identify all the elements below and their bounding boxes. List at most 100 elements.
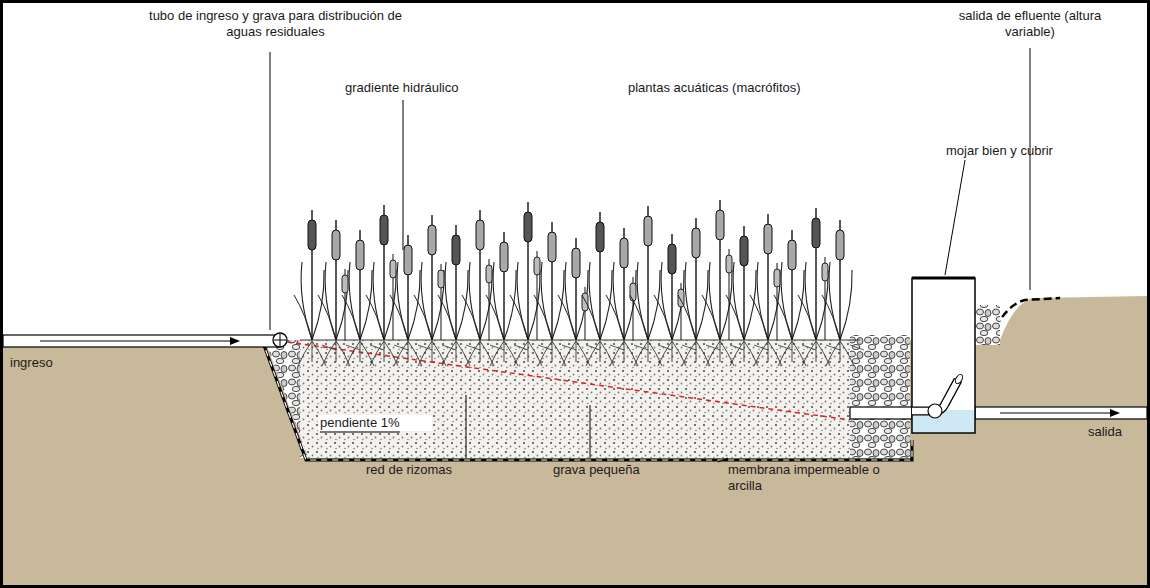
outlet-pipe (850, 407, 912, 419)
rhizome (754, 341, 768, 366)
cattail-head (548, 232, 556, 262)
leaf (600, 270, 612, 340)
rhizome (682, 341, 696, 366)
leaf (462, 295, 480, 340)
cattail-head (740, 236, 748, 266)
leaf (637, 262, 648, 340)
leaf (312, 270, 324, 340)
rhizome (322, 345, 336, 350)
cattail-head (534, 257, 540, 275)
rhizome (466, 341, 480, 366)
rhizome (634, 345, 648, 350)
cattail-head (788, 240, 796, 270)
leaf (432, 270, 444, 340)
cattail-head (500, 242, 508, 272)
rhizome (850, 345, 864, 350)
rhizome (744, 341, 745, 362)
coarse-gravel-outlet (850, 335, 910, 458)
rhizome (418, 345, 432, 350)
leaf (486, 295, 504, 340)
cattail-head (572, 248, 580, 278)
rhizome (840, 341, 841, 362)
rhizome (394, 345, 408, 350)
leaf (805, 262, 816, 340)
cattail-head (692, 228, 700, 258)
rhizome (730, 345, 744, 350)
cattail-head (764, 224, 772, 254)
leaf (709, 262, 720, 340)
cover-label: mojar bien y cubrir (946, 143, 1086, 159)
rhizome (360, 341, 361, 362)
rhizome (816, 341, 817, 362)
rhizome (552, 341, 553, 362)
leaf (438, 295, 456, 340)
leaf (336, 270, 348, 340)
leaf (792, 270, 804, 340)
rhizome (442, 341, 456, 366)
cattail-head (332, 230, 340, 260)
leaf (744, 270, 756, 340)
leaf (613, 262, 624, 340)
leaf (630, 295, 648, 340)
cattail-head (726, 255, 732, 273)
cattail-head (836, 230, 844, 260)
gradient-label: gradiente hidráulico (345, 80, 495, 96)
rhizome (802, 341, 816, 366)
rhizome (826, 345, 840, 350)
leaf (349, 262, 360, 340)
rhizome (586, 341, 600, 366)
rhizome (442, 345, 456, 350)
rhizome (826, 341, 840, 366)
rhizome (778, 341, 792, 366)
leaf (408, 270, 420, 340)
rhizome (528, 341, 529, 362)
leaf (606, 295, 624, 340)
leaf (493, 262, 504, 340)
rhizome (706, 341, 720, 366)
leaf (318, 295, 336, 340)
outlet-label: salida de efluente (altura variable) (950, 8, 1110, 40)
hydraulic-gradient (287, 342, 850, 420)
cattail-head (596, 222, 604, 252)
cattail-head (524, 212, 532, 242)
leaf (654, 295, 672, 340)
rhizome (610, 341, 624, 366)
rhizome (504, 341, 505, 362)
leaf (624, 270, 636, 340)
leaf (774, 295, 792, 340)
rhizome (562, 341, 576, 366)
gravel-label: grava pequeña (553, 462, 683, 478)
leaf (822, 295, 840, 340)
rhizome (312, 341, 313, 362)
outlet-chamber (912, 278, 975, 433)
leaf (840, 270, 852, 340)
leaf (582, 295, 600, 340)
cattail-head (476, 220, 484, 250)
leaf (528, 270, 540, 340)
leaf (589, 262, 600, 340)
rhizome (370, 345, 384, 350)
rhizome (394, 341, 408, 366)
cattail-head (644, 216, 652, 246)
leaf (768, 270, 780, 340)
cattail-head (620, 238, 628, 268)
leaf (325, 262, 336, 340)
rhizome (432, 341, 433, 362)
rhizome (346, 345, 360, 350)
rhizome (802, 345, 816, 350)
leaf (648, 270, 660, 340)
rhizome (672, 341, 673, 362)
rhizome (706, 345, 720, 350)
rhizome-label: red de rizomas (366, 462, 496, 478)
rhizome (538, 345, 552, 350)
cattail-head (308, 220, 316, 250)
leaf (781, 262, 792, 340)
leaf (421, 262, 432, 340)
macrophytes (294, 200, 864, 366)
rhizome (696, 341, 697, 362)
rhizome (490, 345, 504, 350)
rhizome (658, 345, 672, 350)
leaf (366, 295, 384, 340)
rhizome (778, 345, 792, 350)
